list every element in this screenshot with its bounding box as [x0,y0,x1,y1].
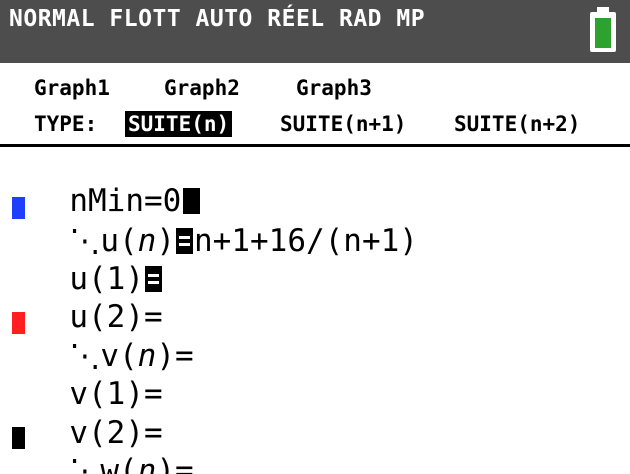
dot-style-icon: ⋱ [69,338,101,374]
nmin-text: nMin=0 [69,183,182,219]
tab-graph3[interactable]: Graph3 [296,76,372,100]
type-option-suite-n-plus-2[interactable]: SUITE(n+2) [454,112,581,136]
dot-style-icon: ⋱ [69,223,101,259]
text-cursor [183,188,201,214]
mode-indicators: NORMAL FLOTT AUTO RÉEL RAD MP [9,6,426,32]
type-label: TYPE: [34,112,98,136]
v1-field[interactable]: v(1)= [69,376,163,412]
status-bar: NORMAL FLOTT AUTO RÉEL RAD MP [0,0,630,63]
nmin-field[interactable]: nMin=0 [32,150,201,218]
battery-icon-cap [597,7,609,13]
w-color-swatch[interactable] [12,427,25,449]
u-n-equation[interactable]: ⋱u(n)n+1+16/(n+1) [69,223,418,259]
divider [0,144,630,147]
type-option-suite-n[interactable]: SUITE(n) [125,111,233,137]
equals-icon [176,228,193,254]
v2-field[interactable]: v(2)= [69,415,163,451]
u1-field[interactable]: u(1) [32,228,163,296]
u2-field[interactable]: u(2)= [69,299,163,335]
battery-level [595,18,611,48]
equals-icon [144,266,162,292]
u-n-expression: n+1+16/(n+1) [194,223,418,259]
v-color-swatch[interactable] [12,312,25,334]
tab-graph2[interactable]: Graph2 [164,76,240,100]
dot-style-icon: ⋱ [69,453,101,474]
type-option-suite-n-plus-1[interactable]: SUITE(n+1) [280,112,407,136]
tab-graph1[interactable]: Graph1 [34,76,110,100]
w-n-equation[interactable]: ⋱w(n)= [32,420,193,474]
v-n-equation[interactable]: ⋱v(n)= [69,338,194,374]
u-color-swatch[interactable] [12,197,25,219]
